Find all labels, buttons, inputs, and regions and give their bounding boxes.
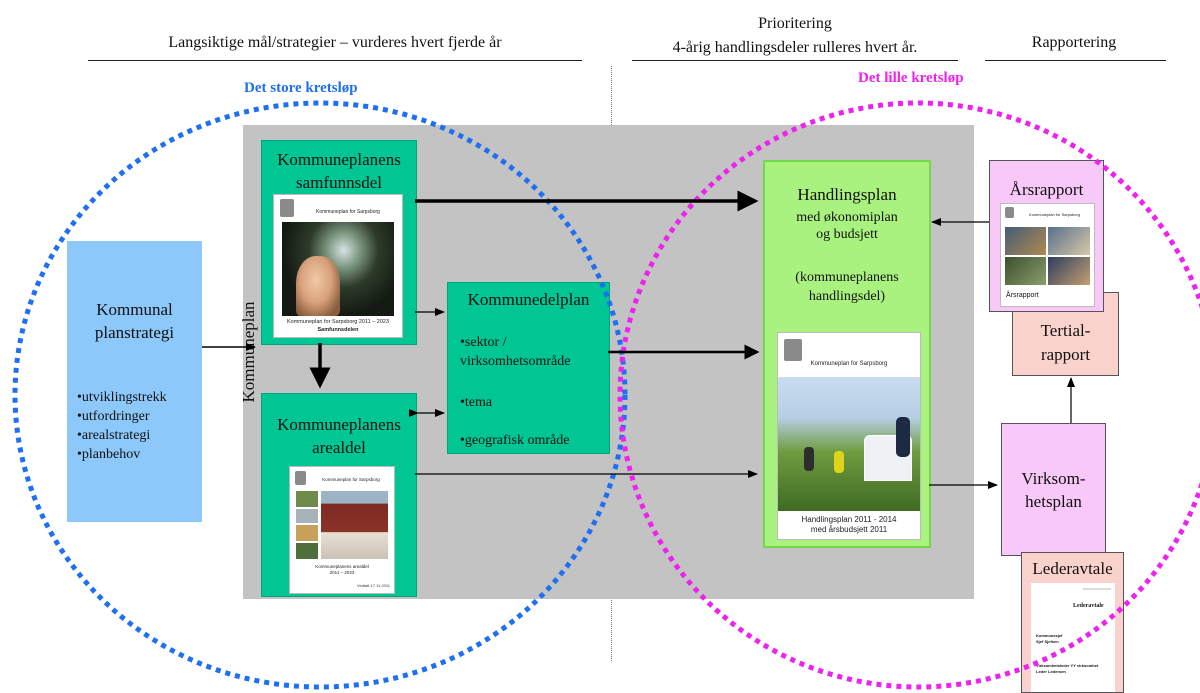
planstrategi-title-line2: planstrategi xyxy=(94,323,175,342)
kommunedelplan-item: •sektor / xyxy=(460,335,507,350)
handlingsplan-sub2: og budsjett xyxy=(816,227,878,242)
handlingsplan-paren1: (kommuneplanens xyxy=(795,270,899,285)
child-figure xyxy=(296,256,340,316)
planstrategi-bullet: •planbehov xyxy=(77,447,141,462)
arsrapport-title: Årsrapport xyxy=(1009,180,1084,199)
collage-photo xyxy=(296,491,318,507)
header-left: Langsiktige mål/strategier – vurderes hv… xyxy=(168,34,502,51)
sarpsborg-logo-icon xyxy=(280,199,294,217)
collage-photo xyxy=(296,525,318,541)
big-cycle-label: Det store kretsløp xyxy=(244,80,358,96)
samfunnsdel-doc-caption1: Kommuneplan for Sarpsborg 2011 – 2023 xyxy=(286,319,390,325)
header-right: Rapportering xyxy=(1031,34,1117,51)
header-right-rule xyxy=(985,60,1166,61)
small-cycle-label: Det lille kretsløp xyxy=(858,70,964,86)
collage-photo xyxy=(296,543,318,559)
lederavtale-doc-line: Kommunesjef xyxy=(1036,633,1063,638)
lederavtale-doc-line: Leder Ledersen xyxy=(1036,669,1066,674)
small-cycle-circle xyxy=(617,100,1200,690)
arealdel-doc-header: Kommuneplan for Sarpsborg xyxy=(322,477,380,482)
house-photo xyxy=(321,491,388,559)
lederavtale-doc-header-rule xyxy=(1083,588,1111,590)
header-middle-line1: Prioritering xyxy=(758,15,832,32)
arealdel-photo-collage xyxy=(296,491,388,559)
kommunedelplan-title: Kommunedelplan xyxy=(467,290,590,309)
lederavtale-doc-line: Sjef Sjefsen xyxy=(1036,639,1059,644)
header-left-rule xyxy=(88,60,582,61)
handlingsplan-sub1: med økonomiplan xyxy=(796,210,898,225)
handlingsplan-doc-header: Kommuneplan for Sarpsborg xyxy=(810,361,888,367)
arsrapport-box: Årsrapport Kommuneplan for Sarpsborg Års… xyxy=(989,160,1104,312)
planstrategi-bullet: •utviklingstrekk xyxy=(77,390,167,405)
header-middle-rule xyxy=(632,60,958,61)
sarpsborg-logo-icon xyxy=(295,471,306,485)
lederavtale-document: Lederavtale Kommunesjef Sjef Sjefsen Vir… xyxy=(1031,583,1115,692)
planstrategi-box: Kommunal planstrategi •utviklingstrekk •… xyxy=(67,241,202,522)
player-figure xyxy=(804,447,814,471)
samfunnsdel-title-line1: Kommuneplanens xyxy=(277,150,401,169)
kommunedelplan-item: virksomhetsområde xyxy=(460,354,571,369)
lederavtale-title: Lederavtale xyxy=(1032,559,1113,578)
arsrapport-photo xyxy=(1048,257,1090,285)
arealdel-doc-footnote: Vedtatt 17.11.2011 xyxy=(357,583,390,588)
planstrategi-title-line1: Kommunal xyxy=(96,300,173,319)
arsrapport-doc-caption: Årsrapport xyxy=(1006,292,1039,299)
handlingsplan-title: Handlingsplan xyxy=(797,185,897,204)
kommunedelplan-item: •tema xyxy=(460,395,493,410)
header-middle-line2: 4-årig handlingsdeler rulleres hvert år. xyxy=(672,39,918,56)
samfunnsdel-doc-caption2: Samfunnsdelen xyxy=(317,327,359,333)
tertialrapport-line2: rapport xyxy=(1040,345,1091,364)
big-cycle-circle xyxy=(12,100,628,690)
virksomhetsplan-line2: hetsplan xyxy=(1025,492,1082,511)
arealdel-doc-caption2: 2011 – 2023 xyxy=(329,570,355,575)
handlingsplan-cover-photo xyxy=(778,377,920,511)
tertialrapport-line1: Tertial- xyxy=(1040,321,1091,340)
arsrapport-photo xyxy=(1005,257,1046,285)
samfunnsdel-title-line2: samfunnsdel xyxy=(296,173,382,192)
handlingsplan-doc-caption1: Handlingsplan 2011 - 2014 xyxy=(801,515,897,524)
arsrapport-photo xyxy=(1048,227,1090,255)
arealdel-document: Kommuneplan for Sarpsborg Kommuneplanens… xyxy=(289,466,395,594)
arsrapport-doc-header: Kommuneplan for Sarpsborg xyxy=(1028,212,1081,217)
arealdel-doc-caption1: Kommuneplanens arealdel xyxy=(315,564,369,569)
handlingsplan-box: Handlingsplan med økonomiplan og budsjet… xyxy=(763,160,931,548)
planstrategi-bullet: •utfordringer xyxy=(77,409,150,424)
lederavtale-doc-line: Virksomhetsleder YY virksomhet xyxy=(1036,663,1099,668)
arsrapport-document: Kommuneplan for Sarpsborg Årsrapport xyxy=(1000,203,1095,307)
arealdel-title-line2: arealdel xyxy=(312,438,366,457)
player-figure xyxy=(834,451,844,473)
arealdel-title-line1: Kommuneplanens xyxy=(277,415,401,434)
samfunnsdel-doc-header: Kommuneplan for Sarpsborg xyxy=(316,209,380,215)
virksomhetsplan-line1: Virksom- xyxy=(1021,469,1086,488)
samfunnsdel-document: Kommuneplan for Sarpsborg Kommuneplan fo… xyxy=(273,194,403,338)
handlingsplan-paren2: handlingsdel) xyxy=(808,289,886,304)
lederavtale-doc-title: Lederavtale xyxy=(1073,603,1104,609)
kommunedelplan-item: •geografisk område xyxy=(460,433,570,448)
planstrategi-bullet: •arealstrategi xyxy=(77,428,151,443)
virksomhetsplan-box: Virksom- hetsplan xyxy=(1001,423,1106,556)
samfunnsdel-cover-photo xyxy=(282,222,394,316)
planstrategi-bullets: •utviklingstrekk •utfordringer •arealstr… xyxy=(77,388,202,464)
sarpsborg-logo-icon xyxy=(784,339,802,361)
arsrapport-photo xyxy=(1005,227,1046,255)
arealdel-box: Kommuneplanens arealdel Kommuneplan for … xyxy=(261,393,417,597)
player-figure xyxy=(896,417,910,457)
samfunnsdel-box: Kommuneplanens samfunnsdel Kommuneplan f… xyxy=(261,140,417,345)
handlingsplan-doc-caption2: med årsbudsjett 2011 xyxy=(810,525,888,534)
sarpsborg-logo-icon xyxy=(1005,207,1014,218)
handlingsplan-document: Kommuneplan for Sarpsborg Handlingsplan … xyxy=(777,332,921,540)
kommunedelplan-box: Kommunedelplan •sektor / virksomhetsområ… xyxy=(447,282,610,454)
collage-photo xyxy=(296,509,318,523)
